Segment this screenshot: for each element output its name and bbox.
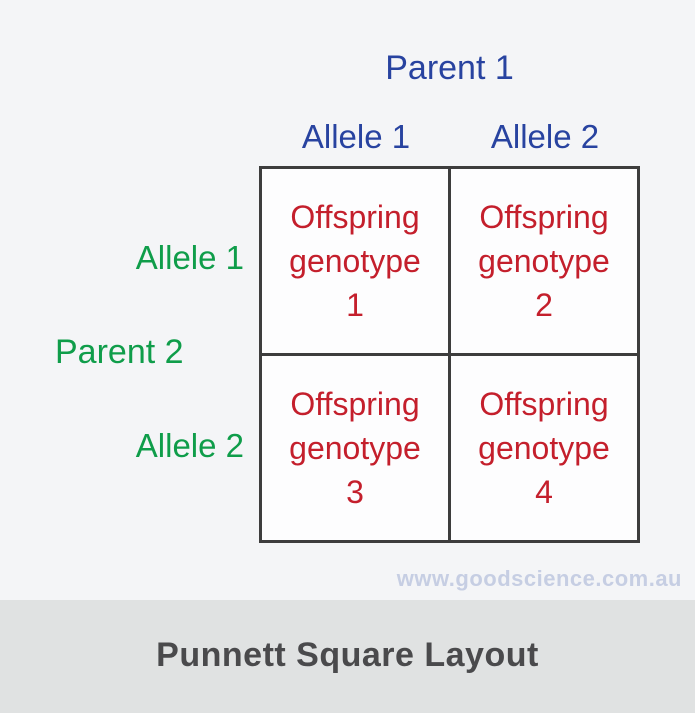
offspring-cell-2-line2: genotype bbox=[478, 243, 610, 279]
offspring-cell-2-line3: 2 bbox=[535, 287, 553, 323]
offspring-cell-1-line2: genotype bbox=[289, 243, 421, 279]
offspring-cell-4-line2: genotype bbox=[478, 430, 610, 466]
offspring-cell-3-line3: 3 bbox=[346, 474, 364, 510]
parent2-allele1-label: Allele 1 bbox=[135, 239, 244, 276]
website-watermark: www.goodscience.com.au bbox=[396, 566, 682, 591]
offspring-cell-2: Offspring genotype 2 bbox=[451, 169, 637, 353]
offspring-cell-1: Offspring genotype 1 bbox=[262, 169, 448, 353]
parent2-label: Parent 2 bbox=[55, 333, 184, 371]
parent1-allele1-label: Allele 1 bbox=[301, 118, 411, 155]
offspring-cell-3-line1: Offspring bbox=[290, 386, 420, 422]
offspring-cell-4: Offspring genotype 4 bbox=[451, 356, 637, 540]
offspring-cell-4-line1: Offspring bbox=[479, 386, 609, 422]
offspring-cell-4-line3: 4 bbox=[535, 474, 553, 510]
parent1-label: Parent 1 bbox=[385, 49, 514, 87]
offspring-cell-3: Offspring genotype 3 bbox=[262, 356, 448, 540]
diagram-title: Punnett Square Layout bbox=[156, 636, 539, 674]
caption-bar: Punnett Square Layout bbox=[0, 600, 695, 713]
offspring-cell-2-line1: Offspring bbox=[479, 199, 609, 235]
offspring-cell-3-line2: genotype bbox=[289, 430, 421, 466]
parent2-allele2-label: Allele 2 bbox=[135, 427, 244, 464]
punnett-grid: Offspring genotype 1 Offspring genotype … bbox=[259, 166, 640, 543]
offspring-cell-1-line3: 1 bbox=[346, 287, 364, 323]
parent1-allele2-label: Allele 2 bbox=[490, 118, 600, 155]
offspring-cell-1-line1: Offspring bbox=[290, 199, 420, 235]
